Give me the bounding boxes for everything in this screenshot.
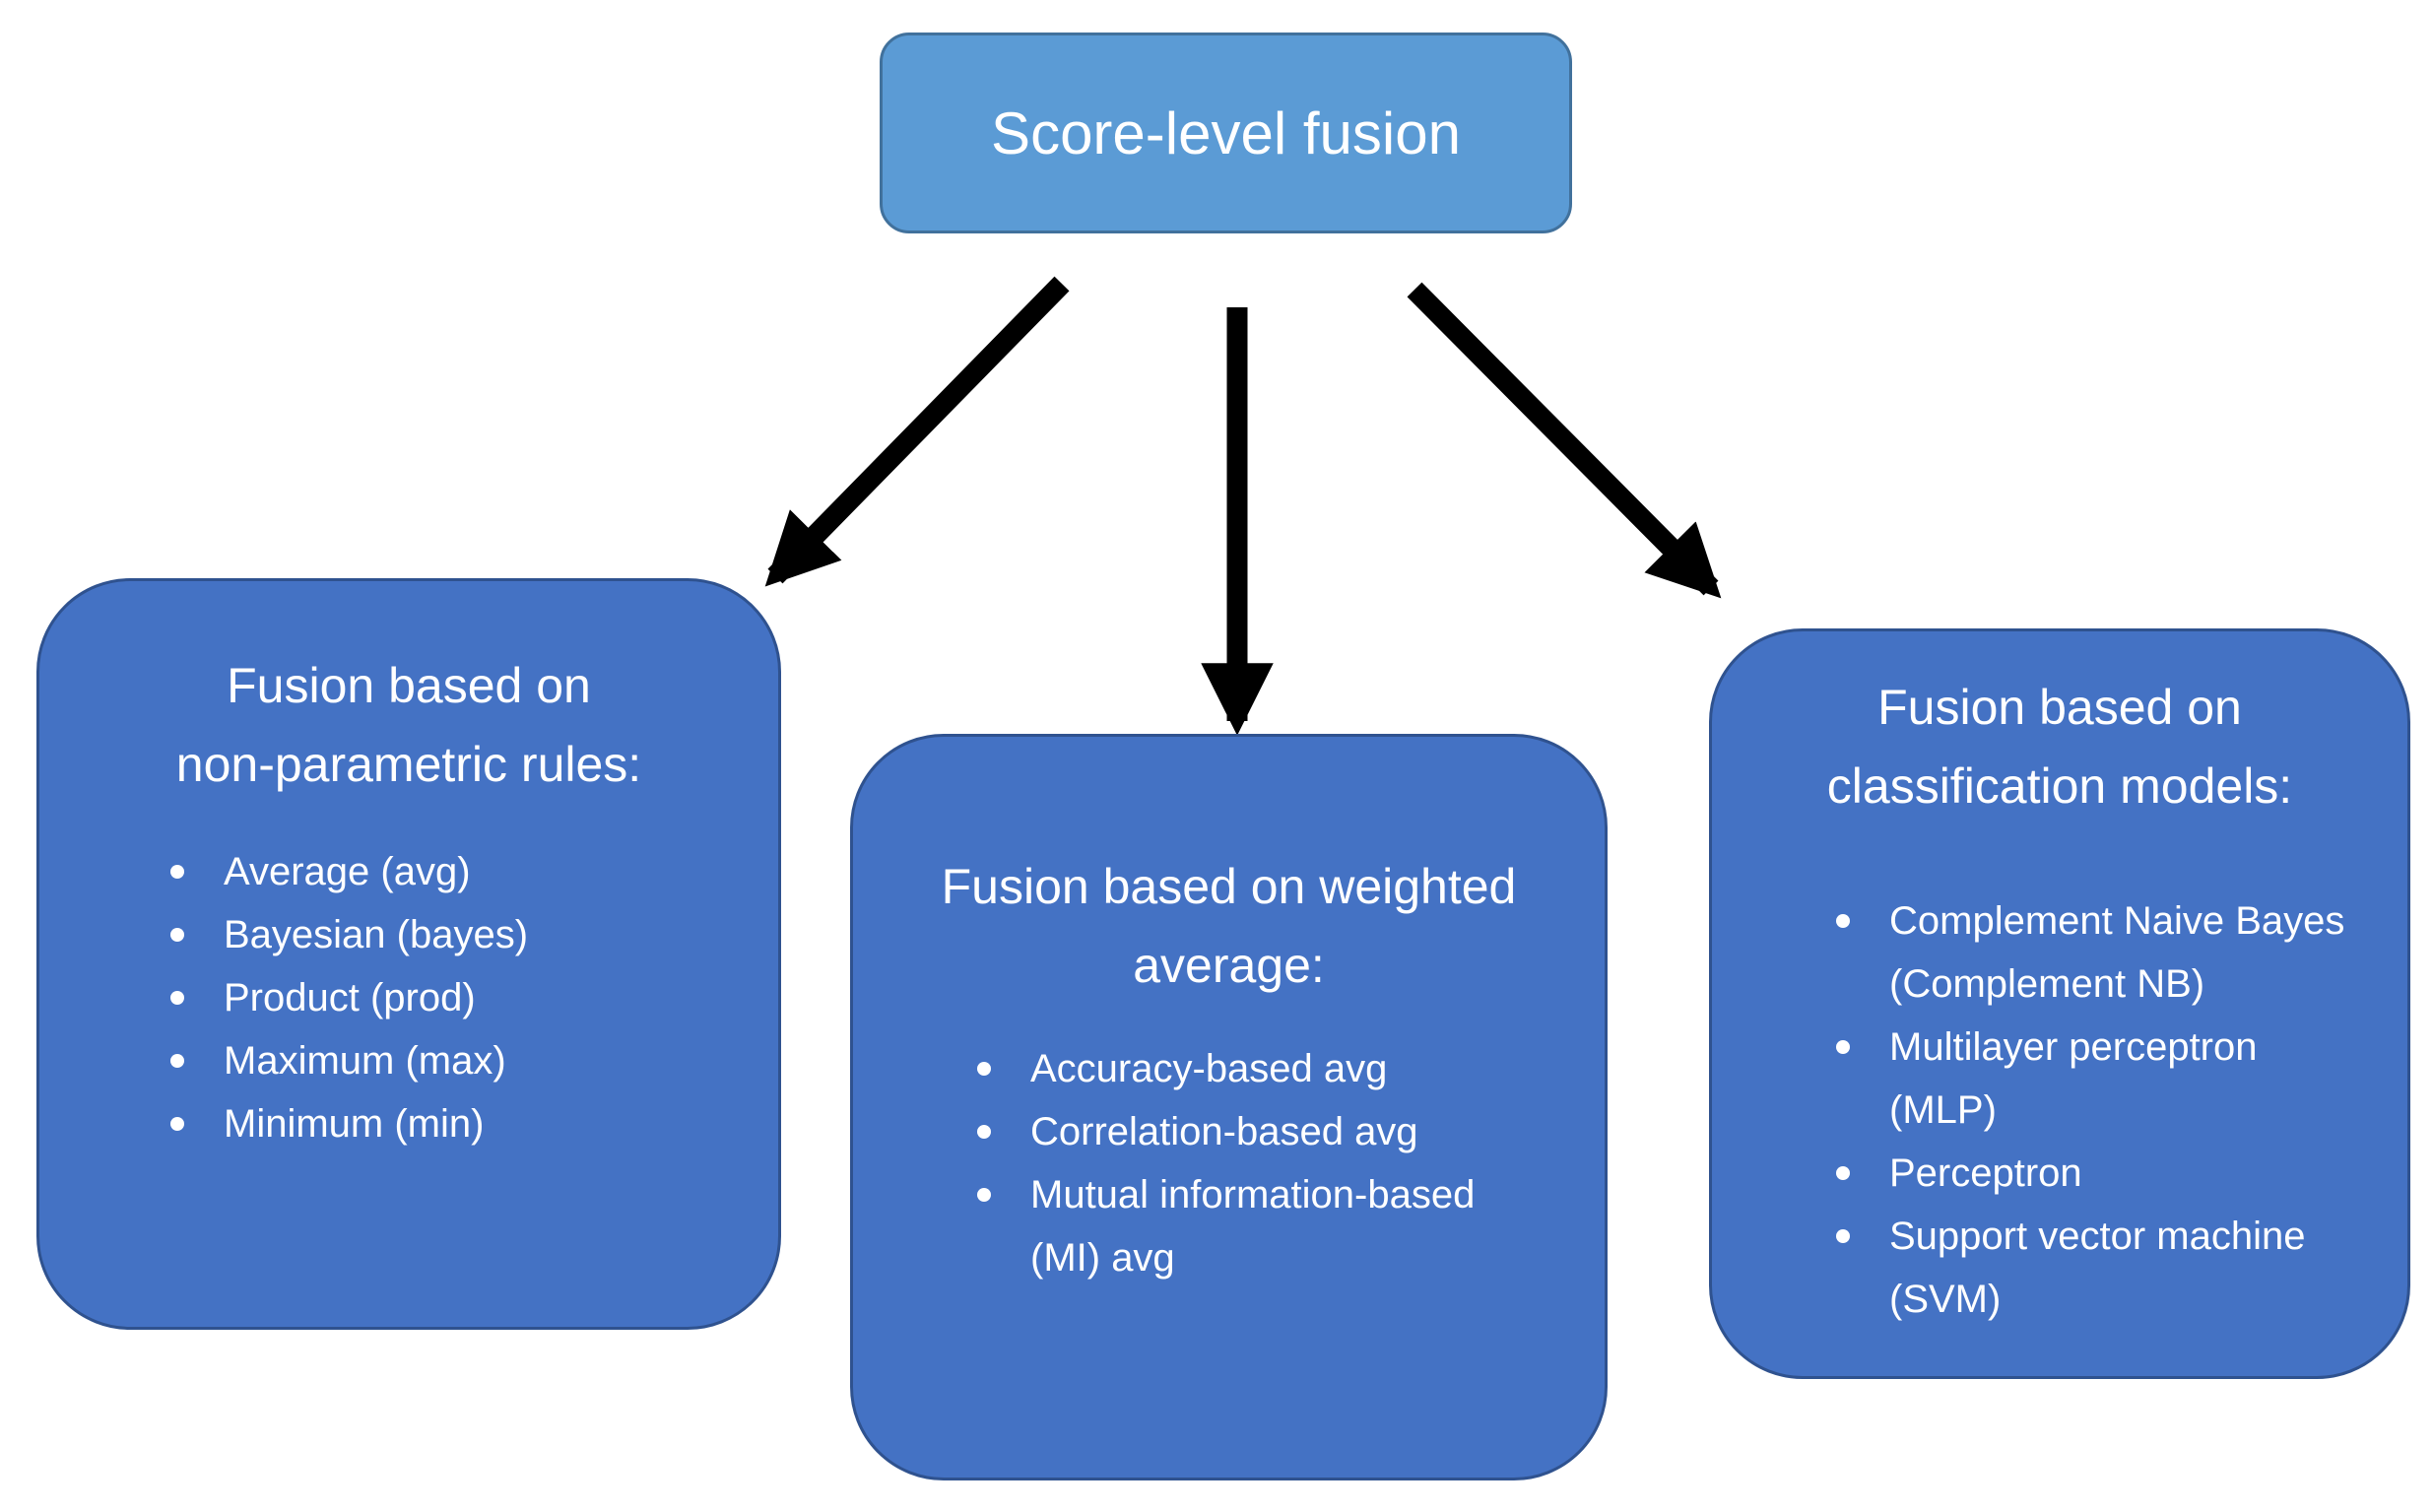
branch-node-weighted-average: Fusion based on weighted average: Accura… [850,734,1608,1480]
bullet-item: Maximum (max) [168,1029,720,1092]
branch-heading-line: average: [1133,938,1325,993]
bullet-item: Average (avg) [168,840,720,903]
branch-heading: Fusion based on weighted average: [853,847,1605,1005]
bullet-item: Complement Naive Bayes (Complement NB) [1834,889,2354,1016]
bullet-list: Average (avg) Bayesian (bayes) Product (… [168,840,720,1155]
branch-heading-line: classification models: [1826,758,2293,814]
branch-heading-line: Fusion based on [227,658,591,713]
branch-node-non-parametric-rules: Fusion based on non-parametric rules: Av… [36,578,781,1330]
branch-heading-line: Fusion based on [1877,680,2242,735]
bullet-list: Complement Naive Bayes (Complement NB) M… [1834,889,2354,1331]
bullet-item: Mutual information-based (MI) avg [975,1163,1523,1289]
branch-heading-line: Fusion based on weighted [941,859,1517,914]
arrow-to-classification-models [1407,282,1722,599]
root-node-score-level-fusion: Score-level fusion [880,33,1572,233]
bullet-item: Perceptron [1834,1142,2354,1205]
bullet-item: Correlation-based avg [975,1100,1523,1163]
bullet-item: Support vector machine (SVM) [1834,1205,2354,1331]
bullet-item: Minimum (min) [168,1092,720,1155]
branch-heading: Fusion based on classification models: [1712,668,2407,825]
branch-heading: Fusion based on non-parametric rules: [39,646,778,804]
bullet-item: Product (prod) [168,966,720,1029]
bullet-item: Bayesian (bayes) [168,903,720,966]
bullet-item: Accuracy-based avg [975,1037,1523,1100]
bullet-item: Multilayer perceptron (MLP) [1834,1016,2354,1142]
branch-node-classification-models: Fusion based on classification models: C… [1709,628,2410,1379]
root-node-label: Score-level fusion [991,99,1461,166]
bullet-list: Accuracy-based avg Correlation-based avg… [975,1037,1523,1289]
arrow-to-non-parametric-rules [764,276,1070,587]
branch-heading-line: non-parametric rules: [175,737,642,792]
